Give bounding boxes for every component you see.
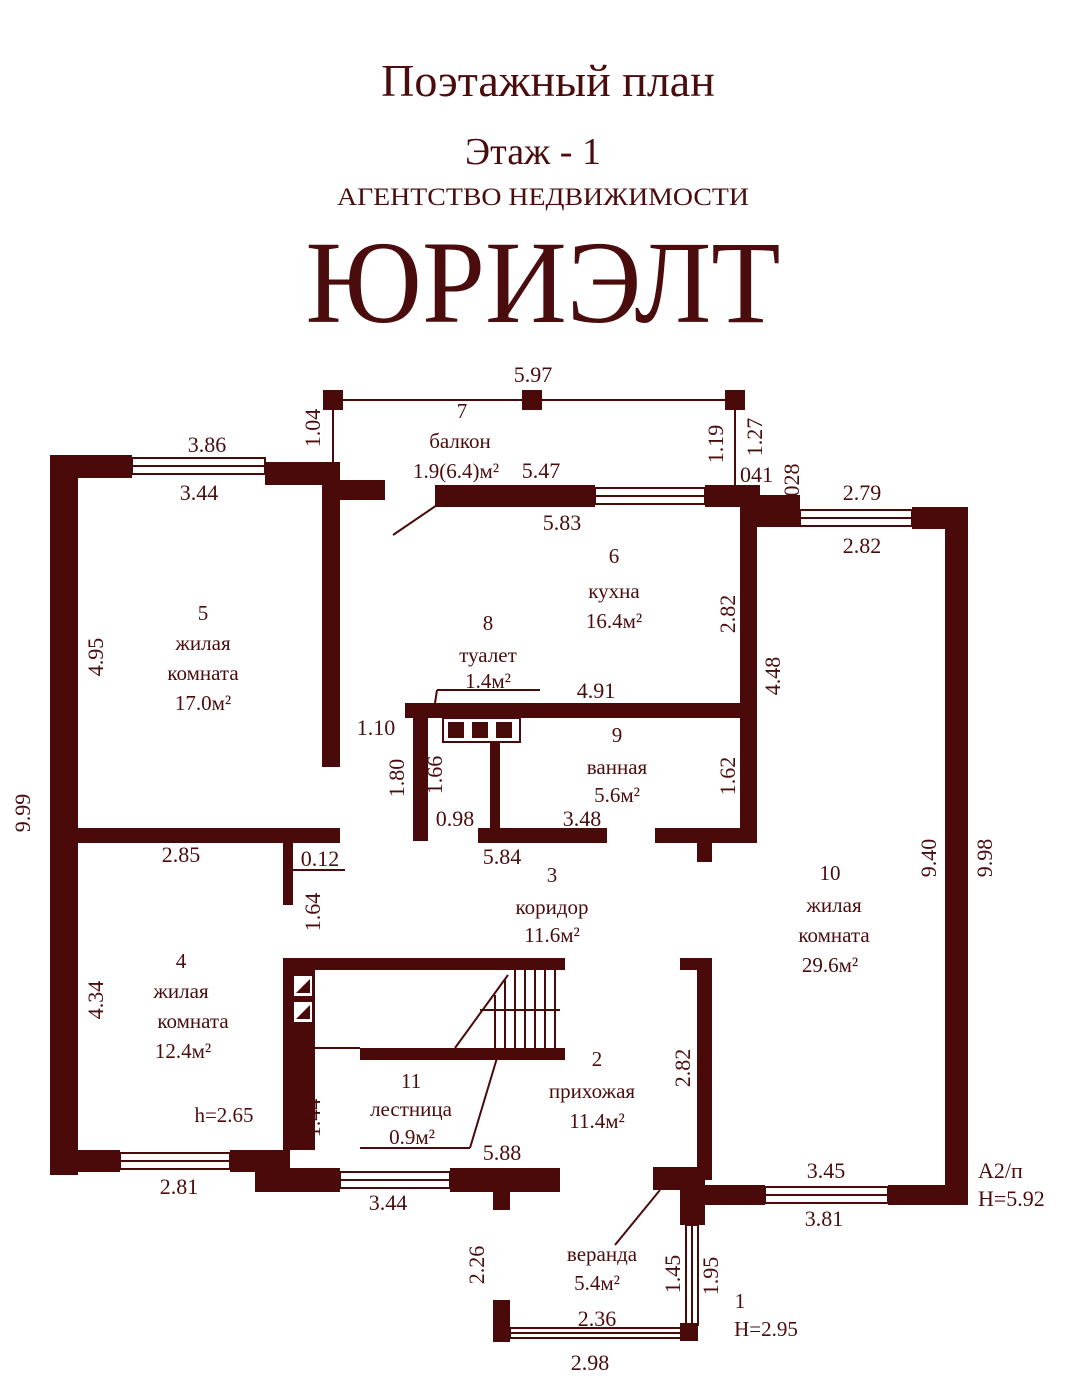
dim: 2.85 — [162, 842, 201, 867]
dim: 4.48 — [760, 657, 785, 696]
dim: 9.99 — [10, 794, 35, 833]
dim: 1.10 — [357, 715, 396, 740]
dim: 1.64 — [300, 893, 325, 932]
room-5-name: жилая — [174, 631, 231, 655]
dim: 4.34 — [83, 981, 108, 1020]
room-3-name: коридор — [515, 895, 588, 919]
dim: 0.12 — [301, 846, 340, 871]
dim: 4.95 — [83, 638, 108, 677]
room-6-area: 16.4м² — [586, 609, 642, 633]
room-2-num: 2 — [592, 1047, 603, 1071]
room-1-height: H=2.95 — [734, 1317, 798, 1341]
dim: 2.82 — [843, 533, 882, 558]
dim: 1.80 — [384, 759, 409, 798]
dim: 3.86 — [188, 432, 227, 457]
building-code: А2/п — [978, 1158, 1023, 1183]
dim: 2.81 — [160, 1174, 199, 1199]
room-3-area: 11.6м² — [524, 923, 580, 947]
plan-title: Поэтажный план — [381, 55, 715, 106]
dim: 5.84 — [483, 844, 522, 869]
room-4-name: жилая — [152, 979, 209, 1003]
dim: 1.27 — [742, 418, 767, 457]
room-7-area: 1.9(6.4)м² — [413, 459, 499, 483]
room-5-area: 17.0м² — [175, 691, 231, 715]
room-3-num: 3 — [547, 863, 558, 887]
room-10-name2: комната — [798, 923, 870, 947]
dim: 1.45 — [660, 1255, 685, 1294]
stair-steps — [480, 970, 560, 1048]
dim: 9.40 — [916, 839, 941, 878]
room-10-num: 10 — [820, 861, 841, 885]
room-10-name: жилая — [805, 893, 862, 917]
dim: 2.82 — [715, 595, 740, 634]
room-11-area: 0.9м² — [389, 1125, 435, 1149]
vent-icon — [472, 722, 488, 738]
room-9-area: 5.6м² — [594, 783, 640, 807]
room-7-num: 7 — [457, 399, 468, 423]
room-5-num: 5 — [198, 601, 209, 625]
dim: 4.91 — [577, 678, 616, 703]
dim: 5.47 — [522, 458, 561, 483]
dim: 2.98 — [571, 1350, 610, 1375]
dim: 1.62 — [715, 757, 740, 796]
room-9-name: ванная — [587, 755, 648, 779]
room-6-name: кухна — [588, 579, 640, 603]
dim: 1.19 — [703, 425, 728, 464]
dim: 1.66 — [422, 756, 447, 795]
room-4-name2: комната — [157, 1009, 229, 1033]
building-height: H=5.92 — [978, 1186, 1045, 1211]
dim: 3.81 — [805, 1206, 844, 1231]
dim: 3.44 — [180, 480, 219, 505]
dimension-labels: 5.97 1.04 3.86 3.44 5.47 5.83 1.19 1.27 … — [10, 362, 997, 1375]
room-4-num: 4 — [176, 949, 187, 973]
dim: 3.44 — [369, 1190, 408, 1215]
dim: 2.36 — [578, 1306, 617, 1331]
vent-icon — [496, 722, 512, 738]
dim: 028 — [779, 464, 804, 497]
dim: 1.44 — [300, 1099, 325, 1138]
floor-label: Этаж - 1 — [465, 131, 601, 173]
room-1-area: 5.4м² — [574, 1271, 620, 1295]
dim: 2.26 — [464, 1246, 489, 1285]
dim: 2.82 — [670, 1049, 695, 1088]
room-11-name: лестница — [370, 1097, 453, 1121]
walls — [50, 390, 968, 1342]
dim: 2.79 — [843, 480, 882, 505]
room-1-name: веранда — [567, 1242, 638, 1266]
room-5-name2: комната — [167, 661, 239, 685]
room-7-name: балкон — [429, 429, 491, 453]
agency-label: АГЕНТСТВО НЕДВИЖИМОСТИ — [337, 184, 749, 211]
room-labels: 7 балкон 1.9(6.4)м² 6 кухна 16.4м² 5 жил… — [152, 399, 1044, 1341]
room-2-area: 11.4м² — [569, 1109, 625, 1133]
room-9-num: 9 — [612, 723, 623, 747]
room-6-num: 6 — [609, 544, 620, 568]
room-8-area: 1.4м² — [465, 669, 511, 693]
dim: 0.98 — [436, 806, 475, 831]
room-2-name: прихожая — [549, 1079, 635, 1103]
room-11-num: 11 — [401, 1069, 421, 1093]
room-1-num: 1 — [735, 1289, 746, 1313]
room-4-area: 12.4м² — [155, 1039, 211, 1063]
dim: 3.45 — [807, 1158, 846, 1183]
dim: 041 — [740, 462, 773, 487]
room-8-num: 8 — [483, 611, 494, 635]
brand-logo: ЮРИЭЛТ — [306, 217, 781, 348]
room-4-height: h=2.65 — [194, 1103, 253, 1127]
dim: 5.97 — [514, 362, 553, 387]
dim: 3.48 — [563, 806, 602, 831]
dim: 5.83 — [543, 510, 582, 535]
dim: 9.98 — [972, 839, 997, 878]
room-8-name: туалет — [459, 643, 517, 667]
room-10-area: 29.6м² — [802, 953, 858, 977]
dim: 5.88 — [483, 1140, 522, 1165]
vent-icon — [448, 722, 464, 738]
dim: 1.04 — [300, 409, 325, 448]
dim: 1.95 — [698, 1257, 723, 1296]
